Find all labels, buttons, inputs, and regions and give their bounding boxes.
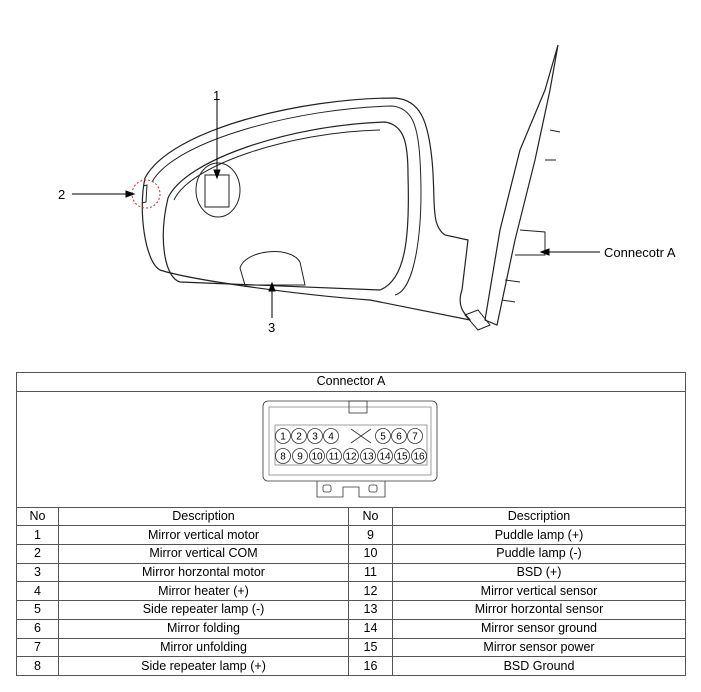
mirror-illustration bbox=[72, 44, 600, 331]
pin-circle bbox=[343, 447, 359, 464]
pin-number: 15 bbox=[348, 637, 393, 658]
pin-label: 16 bbox=[413, 451, 425, 462]
pin-circle bbox=[326, 447, 342, 464]
pin-description: Side repeater lamp (+) bbox=[58, 656, 349, 676]
pin-circle bbox=[307, 427, 323, 444]
header-description: Description bbox=[58, 506, 349, 527]
table-title: Connector A bbox=[16, 372, 686, 392]
pin-description: Mirror sensor ground bbox=[392, 618, 686, 639]
pin-description: Side repeater lamp (-) bbox=[58, 600, 349, 620]
pin-number: 7 bbox=[16, 637, 59, 658]
pin-description: Puddle lamp (+) bbox=[392, 525, 686, 546]
pin-label: 6 bbox=[396, 431, 402, 442]
header-no: No bbox=[348, 506, 393, 527]
pin-circle bbox=[275, 427, 291, 444]
pin-number: 4 bbox=[16, 581, 59, 602]
pin-description: Mirror vertical motor bbox=[58, 525, 349, 546]
pin-label: 7 bbox=[412, 431, 418, 442]
pin-circle bbox=[292, 447, 308, 464]
pin-number: 11 bbox=[348, 562, 393, 583]
pin-label: 10 bbox=[311, 451, 323, 462]
pin-description: BSD (+) bbox=[392, 562, 686, 583]
pin-circle bbox=[391, 427, 407, 444]
pin-label: 11 bbox=[329, 451, 340, 462]
pin-label: 4 bbox=[328, 431, 334, 442]
pin-circle bbox=[411, 447, 427, 464]
pin-description: Mirror heater (+) bbox=[58, 581, 349, 602]
pin-circle bbox=[377, 447, 393, 464]
pin-description: Mirror vertical sensor bbox=[392, 581, 686, 602]
pin-number: 1 bbox=[16, 525, 59, 546]
pin-number: 10 bbox=[348, 544, 393, 564]
pin-label: 3 bbox=[312, 431, 318, 442]
pin-label: 14 bbox=[379, 451, 391, 462]
pin-circle bbox=[291, 427, 307, 444]
pin-number: 8 bbox=[16, 656, 59, 676]
connector-a-label: Connecotr A bbox=[604, 245, 676, 260]
pin-label: 13 bbox=[362, 451, 374, 462]
pin-description: Mirror horzontal motor bbox=[58, 562, 349, 583]
callout-2: 2 bbox=[58, 187, 66, 202]
pin-circle bbox=[394, 447, 410, 464]
pin-label: 8 bbox=[280, 451, 286, 462]
callout-1: 1 bbox=[213, 88, 221, 103]
pin-number: 6 bbox=[16, 618, 59, 639]
pin-number: 5 bbox=[16, 600, 59, 620]
pin-number: 3 bbox=[16, 562, 59, 583]
pin-circle bbox=[375, 427, 391, 444]
pin-description: Puddle lamp (-) bbox=[392, 544, 686, 564]
header-no: No bbox=[16, 506, 59, 527]
pin-label: 1 bbox=[280, 431, 286, 442]
pin-number: 2 bbox=[16, 544, 59, 564]
pin-number: 16 bbox=[348, 656, 393, 676]
pin-description: Mirror sensor power bbox=[392, 637, 686, 658]
pin-label: 5 bbox=[380, 431, 386, 442]
pin-circle bbox=[323, 427, 339, 444]
pin-circle bbox=[275, 447, 291, 464]
pin-label: 9 bbox=[297, 451, 303, 462]
pin-circle bbox=[360, 447, 376, 464]
pin-description: Mirror horzontal sensor bbox=[392, 600, 686, 620]
pin-number: 13 bbox=[348, 600, 393, 620]
pin-description: BSD Ground bbox=[392, 656, 686, 676]
pin-label: 12 bbox=[345, 451, 357, 462]
pin-number: 9 bbox=[348, 525, 393, 546]
pin-circle bbox=[407, 427, 423, 444]
pin-label: 2 bbox=[296, 431, 302, 442]
pin-description: Mirror vertical COM bbox=[58, 544, 349, 564]
table-header-row: No Description No Description bbox=[16, 506, 686, 527]
pin-description: Mirror folding bbox=[58, 618, 349, 639]
callout-3: 3 bbox=[268, 320, 276, 335]
header-description: Description bbox=[392, 506, 686, 527]
pin-label: 15 bbox=[396, 451, 408, 462]
pin-number: 14 bbox=[348, 618, 393, 639]
pin-circle bbox=[309, 447, 325, 464]
pin-number: 12 bbox=[348, 581, 393, 602]
pin-description: Mirror unfolding bbox=[58, 637, 349, 658]
